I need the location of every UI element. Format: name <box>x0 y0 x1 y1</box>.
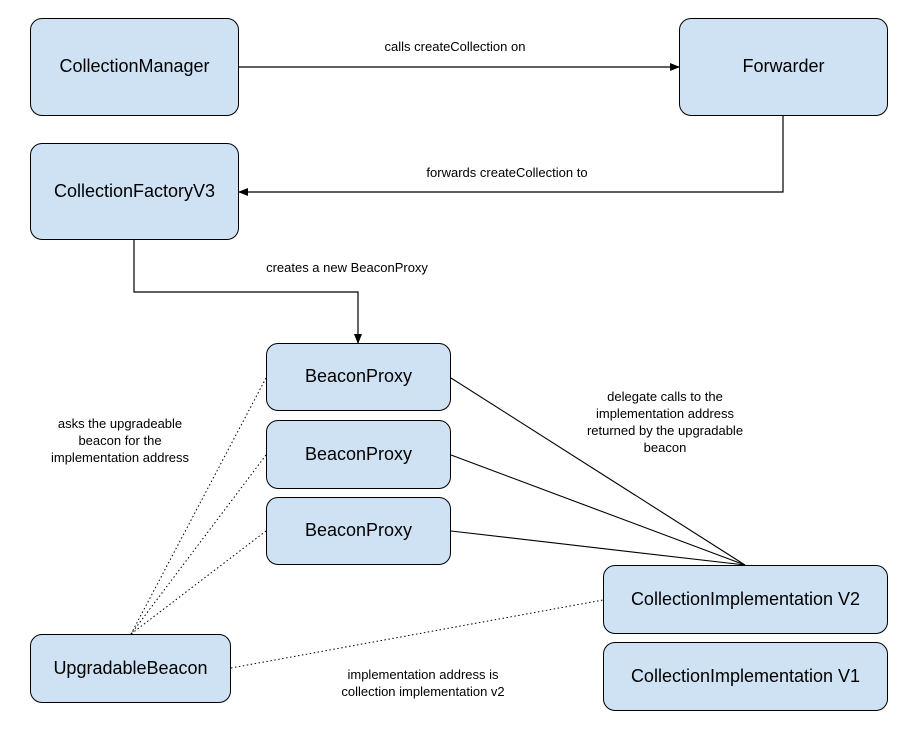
node-beacon-proxy-2[interactable]: BeaconProxy <box>266 420 451 489</box>
node-beacon-proxy-1-label: BeaconProxy <box>304 366 413 387</box>
node-beacon-proxy-2-label: BeaconProxy <box>304 443 413 464</box>
node-collection-implementation-v2-label: CollectionImplementation V2 <box>630 588 861 609</box>
node-collection-manager-label: CollectionManager <box>59 56 210 77</box>
line-proxy1-to-impl <box>450 377 746 566</box>
edge-label-implementation-address: implementation address is collection imp… <box>313 666 533 700</box>
edge-label-creates-beacon-proxy-text: creates a new BeaconProxy <box>266 260 428 275</box>
arrow-forwarder-to-factory <box>238 116 784 196</box>
edge-label-calls-create-collection: calls createCollection on <box>340 38 570 55</box>
edge-label-delegate-calls-line3: returned by the upgradable <box>586 423 744 438</box>
dotted-beacon-to-impl <box>230 599 604 669</box>
dotted-proxy1-to-beacon <box>130 377 267 635</box>
node-upgradable-beacon[interactable]: UpgradableBeacon <box>30 634 231 703</box>
node-forwarder[interactable]: Forwarder <box>679 18 888 116</box>
edge-label-asks-beacon-line2: beacon for the <box>78 433 162 448</box>
node-collection-factory-v3-label: CollectionFactoryV3 <box>53 180 216 201</box>
node-collection-factory-v3[interactable]: CollectionFactoryV3 <box>30 143 239 240</box>
edge-label-forwards-create-collection: forwards createCollection to <box>387 164 627 181</box>
line-proxy3-to-impl <box>450 530 746 566</box>
edge-label-asks-beacon-line3: implementation address <box>50 450 190 465</box>
arrow-factory-to-proxy <box>133 240 362 344</box>
edge-label-delegate-calls-line4: beacon <box>643 440 687 455</box>
edge-label-asks-beacon-line1: asks the upgradeable <box>57 416 183 431</box>
dotted-proxy3-to-beacon <box>130 530 267 635</box>
edge-label-delegate-calls: delegate calls to the implementation add… <box>555 388 775 456</box>
node-beacon-proxy-3[interactable]: BeaconProxy <box>266 497 451 565</box>
edge-label-calls-create-collection-text: calls createCollection on <box>384 39 526 54</box>
edge-label-asks-beacon: asks the upgradeable beacon for the impl… <box>30 415 210 466</box>
edge-label-implementation-address-line1: implementation address is <box>347 667 499 682</box>
node-beacon-proxy-1[interactable]: BeaconProxy <box>266 343 451 411</box>
node-forwarder-label: Forwarder <box>742 56 825 77</box>
line-proxy2-to-impl <box>450 454 746 566</box>
edge-label-delegate-calls-line2: implementation address <box>595 406 735 421</box>
node-collection-implementation-v1[interactable]: CollectionImplementation V1 <box>603 642 888 711</box>
dotted-proxy2-to-beacon <box>130 454 267 635</box>
node-collection-implementation-v1-label: CollectionImplementation V1 <box>630 665 861 686</box>
edge-label-implementation-address-line2: collection implementation v2 <box>341 684 505 699</box>
node-collection-manager[interactable]: CollectionManager <box>30 18 239 116</box>
node-collection-implementation-v2[interactable]: CollectionImplementation V2 <box>603 565 888 634</box>
edge-label-delegate-calls-line1: delegate calls to the <box>607 389 723 404</box>
node-beacon-proxy-3-label: BeaconProxy <box>304 520 413 541</box>
node-upgradable-beacon-label: UpgradableBeacon <box>53 657 208 678</box>
edge-label-forwards-create-collection-text: forwards createCollection to <box>426 165 588 180</box>
edge-label-creates-beacon-proxy: creates a new BeaconProxy <box>232 259 462 276</box>
